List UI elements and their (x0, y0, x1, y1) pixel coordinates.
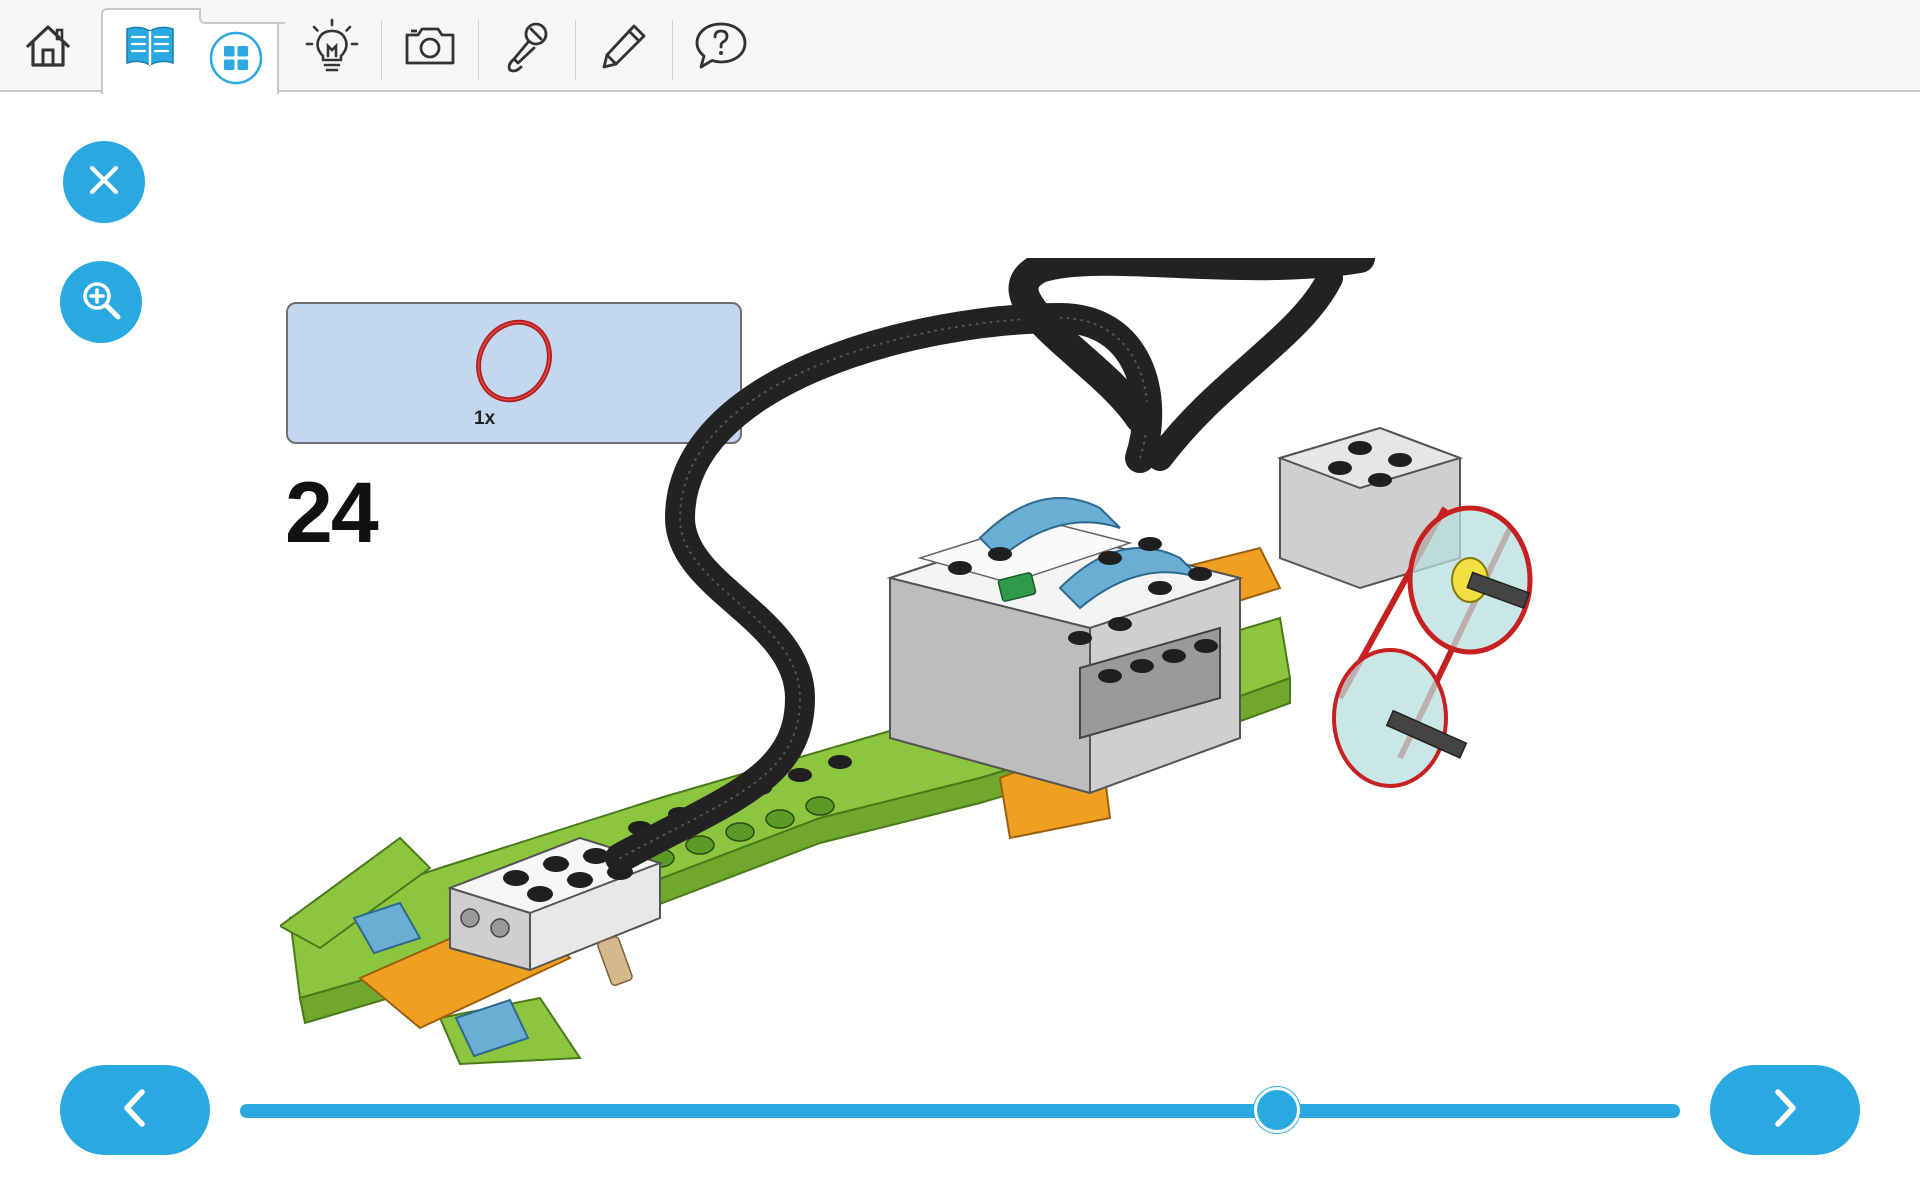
gallery-button[interactable] (196, 12, 276, 104)
ideas-button[interactable] (284, 0, 380, 92)
zoom-in-icon (80, 279, 122, 326)
camera-button[interactable] (382, 0, 478, 92)
close-icon (87, 163, 121, 202)
pulley-assembly (1332, 505, 1533, 788)
step-number: 24 (285, 465, 379, 561)
help-button[interactable] (673, 0, 769, 92)
home-icon (22, 20, 74, 72)
previous-step-button[interactable] (60, 1065, 210, 1155)
notes-button[interactable] (576, 0, 672, 92)
smart-hub (886, 497, 1244, 795)
close-button[interactable] (63, 141, 145, 223)
chevron-right-icon (1768, 1087, 1802, 1134)
model-illustration (280, 258, 1533, 1066)
step-progress-slider[interactable] (240, 1104, 1680, 1118)
tan-connector (597, 936, 633, 986)
camera-icon (403, 23, 457, 69)
parts-callout: 1x (286, 302, 742, 444)
instructions-tab-button[interactable] (104, 0, 196, 92)
record-button[interactable] (479, 0, 575, 92)
black-cable (605, 258, 1375, 873)
help-bubble-icon (693, 20, 749, 72)
part-quantity: 1x (474, 408, 496, 429)
chevron-left-icon (118, 1087, 152, 1134)
blue-tiles (352, 901, 530, 1058)
home-button[interactable] (0, 0, 96, 92)
zoom-button[interactable] (60, 261, 142, 343)
top-toolbar (0, 0, 1920, 94)
next-step-button[interactable] (1710, 1065, 1860, 1155)
slider-thumb[interactable] (1253, 1087, 1300, 1133)
microphone-icon (501, 19, 553, 73)
pencil-icon (598, 20, 650, 72)
grid-icon (208, 30, 264, 86)
rubber-band-icon (472, 318, 556, 409)
lightbulb-icon (305, 18, 359, 74)
book-icon (123, 23, 177, 69)
